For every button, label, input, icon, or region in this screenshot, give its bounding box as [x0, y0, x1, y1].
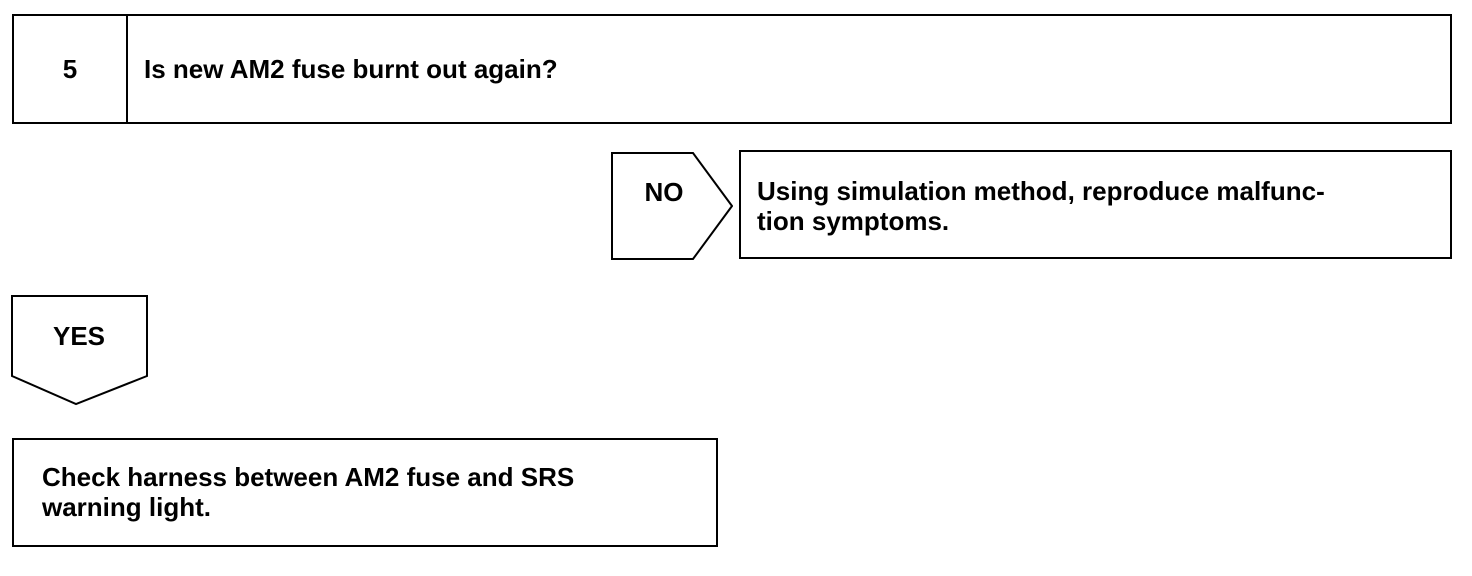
no-arrow — [611, 152, 733, 260]
no-label: NO — [644, 176, 684, 207]
yes-action-line-2: warning light. — [42, 492, 211, 522]
no-action-line-1: Using simulation method, reproduce malfu… — [757, 176, 1325, 206]
step-number: 5 — [14, 16, 128, 122]
step-question: Is new AM2 fuse burnt out again? — [144, 53, 558, 84]
no-action-box: Using simulation method, reproduce malfu… — [739, 150, 1452, 259]
yes-label: YES — [52, 320, 106, 351]
yes-action-line-1: Check harness between AM2 fuse and SRS — [42, 462, 575, 492]
yes-arrow — [11, 295, 148, 406]
yes-action-box: Check harness between AM2 fuse and SRS w… — [12, 438, 718, 547]
no-action-line-2: tion symptoms. — [757, 206, 950, 236]
step-box: 5 Is new AM2 fuse burnt out again? — [12, 14, 1452, 124]
